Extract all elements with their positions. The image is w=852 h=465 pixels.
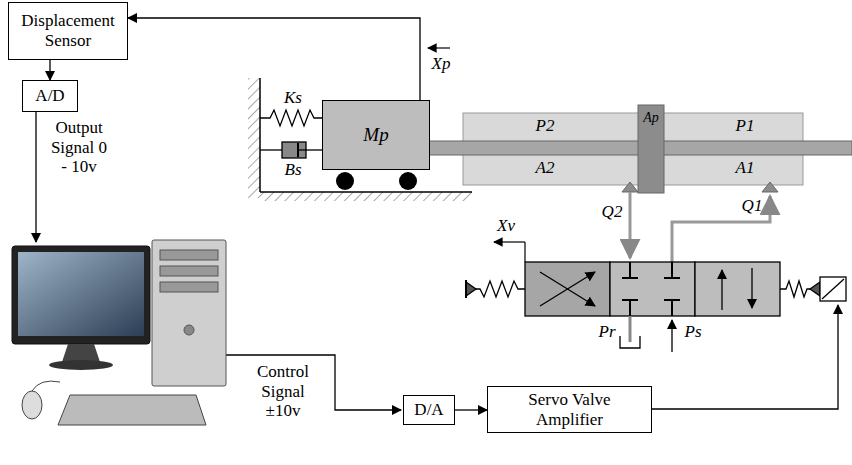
signal-label: Control Signal ±10v xyxy=(244,362,322,421)
servo-valve xyxy=(525,262,610,316)
tank-line xyxy=(620,316,640,348)
signal-connector xyxy=(49,60,50,80)
node-text: Mp xyxy=(363,124,388,146)
servo-valve xyxy=(671,262,673,278)
cylinder-port xyxy=(622,182,778,192)
spring xyxy=(260,110,322,126)
cylinder-port xyxy=(762,182,778,192)
area-label: Ap xyxy=(639,110,663,126)
signal-connector xyxy=(128,18,420,100)
cylinder-port xyxy=(622,182,638,192)
amplifier-box: Servo Valve Amplifier xyxy=(487,386,652,433)
node-text: D/A xyxy=(414,400,443,420)
spring xyxy=(260,110,322,126)
ground xyxy=(260,191,472,193)
servo-valve xyxy=(466,262,846,316)
damper xyxy=(260,142,322,158)
computer xyxy=(62,344,100,362)
signal-wire xyxy=(36,112,838,410)
servo-valve xyxy=(820,277,846,301)
computer xyxy=(22,391,42,419)
node-text: Servo Valve Amplifier xyxy=(494,390,645,429)
servo-valve xyxy=(465,280,467,298)
signal-label: Output Signal 0 - 10v xyxy=(46,118,112,177)
piston xyxy=(638,105,664,193)
pressure-label: P2 xyxy=(530,116,560,136)
computer xyxy=(12,246,150,344)
damper xyxy=(260,149,282,150)
area-label: A2 xyxy=(530,158,560,178)
servo-valve xyxy=(780,281,810,297)
servo-valve xyxy=(751,268,752,308)
xv-arrow xyxy=(494,241,525,242)
computer xyxy=(160,282,218,292)
spring-label: Ks xyxy=(280,88,306,108)
xv-arrow xyxy=(524,242,525,262)
flow-line xyxy=(630,192,770,262)
servo-valve xyxy=(540,272,595,306)
computer xyxy=(160,250,218,260)
computer xyxy=(58,395,206,425)
xp-arrow xyxy=(428,48,450,49)
tank-line xyxy=(620,336,640,348)
node-text: A/D xyxy=(35,86,64,106)
servo-valve xyxy=(721,270,722,310)
flow-line xyxy=(629,192,632,258)
ground xyxy=(259,78,261,192)
signal-connector xyxy=(455,409,487,410)
pressure-label: Pr xyxy=(594,322,620,342)
sensor-box: Displacement Sensor xyxy=(8,2,128,60)
signal-wire xyxy=(226,355,401,410)
damper-label: Bs xyxy=(280,160,306,180)
pressure-label: Ps xyxy=(680,322,706,342)
signal-wire xyxy=(35,112,36,242)
computer xyxy=(184,325,194,335)
flow-label: Q1 xyxy=(738,196,766,216)
displacement-symbol: Xp xyxy=(428,54,454,74)
node-text: Displacement Sensor xyxy=(15,11,121,50)
pressure-label: P1 xyxy=(730,116,760,136)
servo-valve xyxy=(695,262,780,316)
servo-valve xyxy=(629,262,631,278)
damper xyxy=(298,149,322,150)
computer xyxy=(152,240,226,386)
flow-line xyxy=(672,196,770,262)
ground xyxy=(260,192,472,201)
computer xyxy=(32,381,60,391)
wheel xyxy=(336,172,417,190)
converter-box: D/A xyxy=(403,395,455,425)
computer xyxy=(12,240,226,425)
servo-valve xyxy=(671,300,673,316)
servo-valve xyxy=(610,262,695,316)
ground xyxy=(248,78,472,201)
flow-label: Q2 xyxy=(598,202,626,222)
mass-block: Mp xyxy=(322,100,430,170)
piston xyxy=(638,105,664,193)
wheel xyxy=(336,172,354,190)
supply-line xyxy=(672,320,673,352)
servo-valve xyxy=(476,281,525,297)
supply-line xyxy=(671,320,672,352)
ground xyxy=(248,78,260,198)
servo-valve xyxy=(810,282,820,296)
servo-valve xyxy=(466,282,476,296)
wheel xyxy=(399,172,417,190)
tank-line xyxy=(629,316,632,342)
displacement-symbol: Xv xyxy=(492,216,520,236)
signal-wire xyxy=(652,305,838,409)
area-label: A1 xyxy=(730,158,760,178)
converter-box: A/D xyxy=(22,80,78,112)
servo-valve xyxy=(629,300,631,316)
xp-arrow xyxy=(428,47,450,48)
xv-arrow xyxy=(494,242,525,262)
computer xyxy=(49,360,113,370)
computer xyxy=(18,252,144,336)
servo-valve xyxy=(540,272,595,306)
computer xyxy=(160,266,218,276)
servo-valve xyxy=(822,279,844,299)
